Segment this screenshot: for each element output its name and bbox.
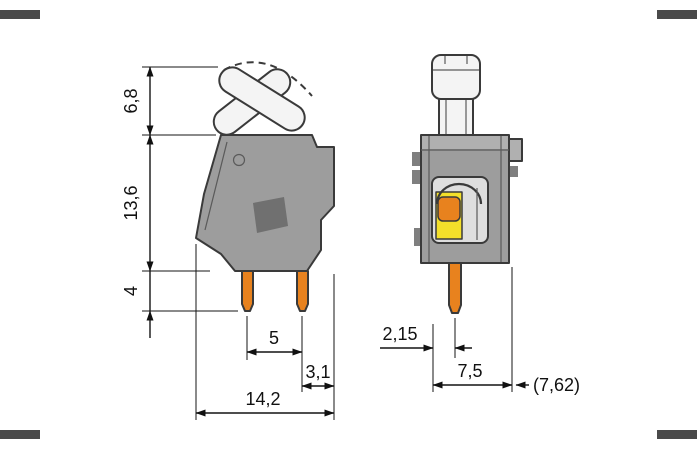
spring-arc xyxy=(435,182,483,205)
clamp-spring-orange xyxy=(437,196,461,222)
side-tab xyxy=(509,166,518,177)
corner-mark xyxy=(657,10,697,19)
dim-label-pitch-alt: (7,62) xyxy=(533,375,580,395)
side-tab xyxy=(412,152,422,166)
button-stem xyxy=(438,95,474,141)
side-latch xyxy=(508,138,523,162)
dim-label-total-depth: 14,2 xyxy=(245,389,280,409)
housing-inner-edge xyxy=(204,141,228,231)
side-tab xyxy=(414,228,422,246)
dim-label-body-height: 13,6 xyxy=(121,185,141,220)
dim-label-pitch: 7,5 xyxy=(457,361,482,381)
solder-pin xyxy=(296,270,309,312)
corner-mark xyxy=(0,10,40,19)
pivot-hole xyxy=(232,153,246,167)
wire-entry-mark xyxy=(253,197,288,233)
side-tab xyxy=(412,170,422,184)
lever-travel-dashed xyxy=(223,61,313,97)
front-view xyxy=(412,54,523,314)
dim-label-pin-length: 4 xyxy=(121,286,141,296)
corner-mark xyxy=(657,430,697,439)
lever xyxy=(212,66,306,136)
dim-label-pin-spacing: 5 xyxy=(269,328,279,348)
dimension-annotations: 6,8 13,6 4 5 3,1 14,2 2,15 7,5 (7,62) xyxy=(121,66,580,420)
housing-top-band xyxy=(422,136,508,149)
dim-label-lever-height: 6,8 xyxy=(121,88,141,113)
side-view xyxy=(195,61,335,312)
dim-label-pin-offset: 3,1 xyxy=(305,362,330,382)
solder-pin xyxy=(241,270,254,312)
push-button xyxy=(431,54,481,141)
corner-mark xyxy=(0,430,40,439)
button-cap xyxy=(431,54,481,100)
solder-pin xyxy=(448,262,462,314)
lever-arm xyxy=(218,66,306,132)
dim-label-pin-inset: 2,15 xyxy=(382,324,417,344)
